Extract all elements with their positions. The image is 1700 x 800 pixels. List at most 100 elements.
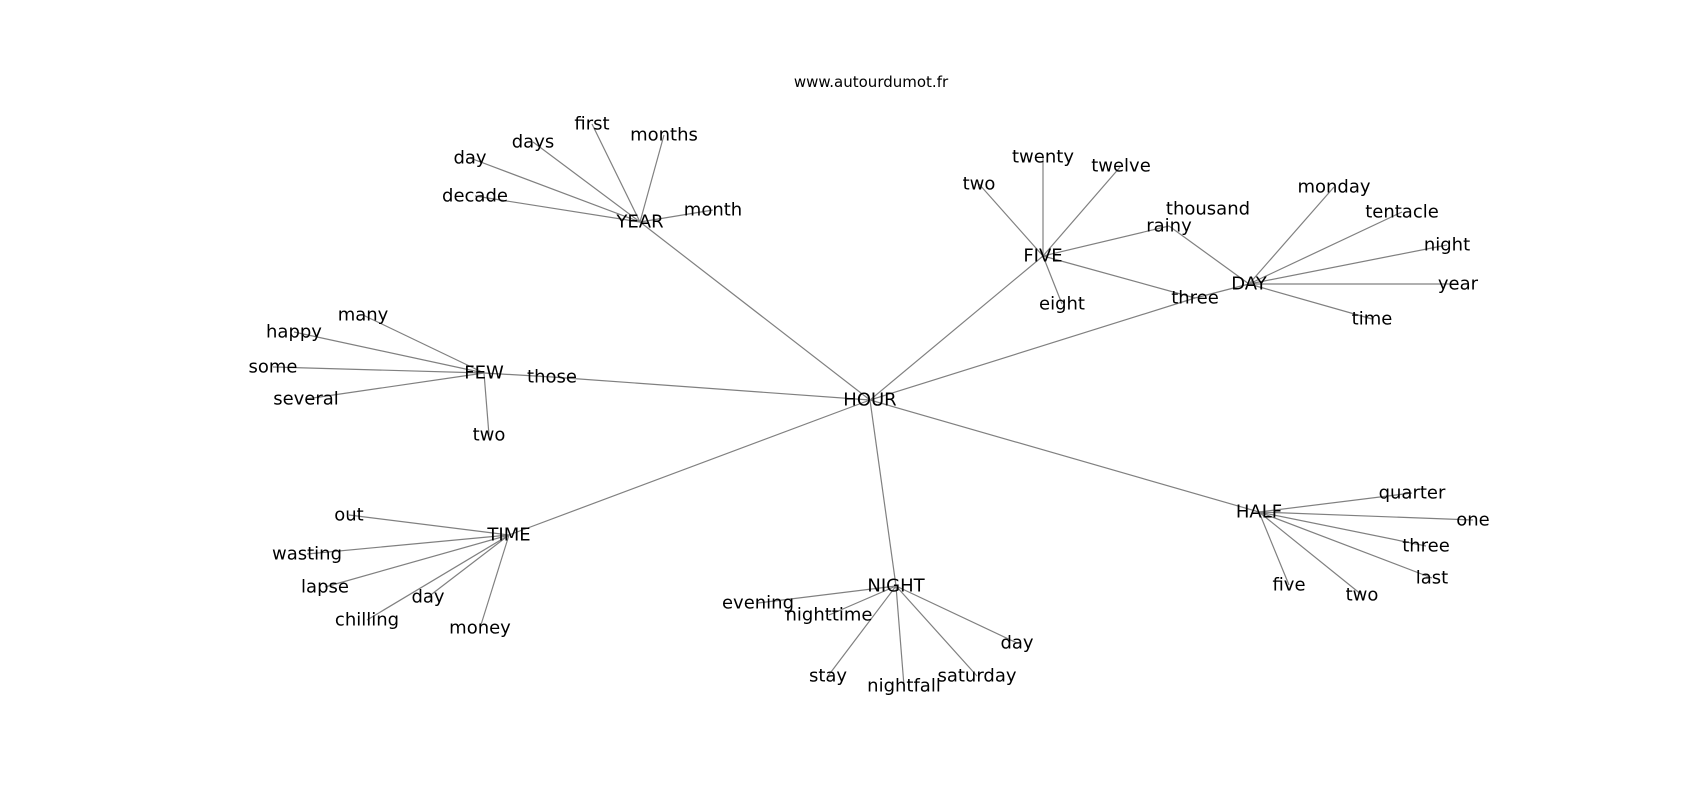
edge-year-year_decade — [474, 195, 641, 223]
node-year-month[interactable]: month — [684, 200, 742, 221]
edge-few-few_several — [305, 372, 485, 400]
edge-night-night_day — [895, 585, 1018, 644]
edge-hour-time — [508, 399, 871, 536]
edge-day_hub-day_time — [1248, 283, 1373, 320]
edge-year-year_days — [532, 141, 641, 223]
node-five-eight[interactable]: eight — [1039, 294, 1085, 315]
node-five-two[interactable]: two — [963, 174, 996, 195]
edge-day_hub-day_monday — [1248, 186, 1335, 285]
node-night-stay[interactable]: stay — [809, 666, 847, 687]
node-half-three[interactable]: three — [1402, 536, 1450, 557]
node-day-hub[interactable]: DAY — [1231, 274, 1267, 295]
node-few-many[interactable]: many — [338, 305, 389, 326]
edge-five-five_eight — [1042, 255, 1063, 305]
node-few-several[interactable]: several — [273, 389, 339, 410]
edge-hour-five — [869, 255, 1044, 401]
node-year-months[interactable]: months — [630, 125, 698, 146]
edge-night-night_stay — [827, 585, 897, 677]
node-half[interactable]: HALF — [1236, 502, 1282, 523]
node-three-mid[interactable]: three — [1171, 288, 1219, 309]
edge-night-night_nightfall — [895, 585, 905, 687]
node-night-saturday[interactable]: saturday — [937, 666, 1016, 687]
node-few-happy[interactable]: happy — [266, 322, 322, 343]
edge-few-few_two — [483, 372, 490, 436]
edge-night-night_saturday — [895, 585, 978, 677]
edge-five-three_mid — [1042, 255, 1196, 299]
edge-night-night_evening — [757, 585, 897, 604]
edge-five-five_twelve — [1042, 165, 1122, 257]
edge-hour-those — [551, 376, 871, 401]
node-five-twelve[interactable]: twelve — [1091, 156, 1151, 177]
node-those[interactable]: those — [527, 367, 577, 388]
node-night-nighttime[interactable]: nighttime — [786, 605, 873, 626]
node-time-lapse[interactable]: lapse — [301, 577, 349, 598]
edge-half-half_quarter — [1258, 492, 1413, 513]
node-time-wasting[interactable]: wasting — [272, 544, 342, 565]
edge-time-time_wasting — [306, 534, 510, 555]
node-time-money[interactable]: money — [449, 618, 511, 639]
node-year-first[interactable]: first — [574, 114, 609, 135]
edge-time-time_chilling — [366, 534, 510, 621]
edge-time-time_day — [427, 534, 510, 598]
edge-five-five_two — [978, 183, 1044, 257]
node-time-chilling[interactable]: chilling — [335, 610, 399, 631]
node-time[interactable]: TIME — [486, 525, 530, 546]
edge-those-few — [483, 372, 553, 378]
node-time-out[interactable]: out — [334, 505, 363, 526]
edge-few-few_many — [362, 314, 485, 374]
node-day-monday[interactable]: monday — [1297, 177, 1370, 198]
node-night-evening[interactable]: evening — [722, 593, 794, 614]
edge-half-half_one — [1258, 511, 1474, 521]
edge-year-year_first — [591, 123, 641, 223]
node-five[interactable]: FIVE — [1023, 246, 1062, 267]
edge-hour-year — [639, 221, 871, 401]
node-night-nightfall[interactable]: nightfall — [867, 676, 941, 697]
node-half-five[interactable]: five — [1272, 575, 1305, 596]
node-five-twenty[interactable]: twenty — [1012, 147, 1074, 168]
edge-hour-night — [869, 399, 897, 587]
node-year-day[interactable]: day — [453, 148, 486, 169]
edge-year-year_day — [469, 157, 641, 223]
node-half-one[interactable]: one — [1456, 510, 1490, 531]
edge-hour-half — [869, 399, 1260, 513]
edge-time-time_money — [479, 534, 510, 629]
edge-few-few_some — [272, 366, 485, 374]
node-night-day[interactable]: day — [1000, 633, 1033, 654]
edge-year-year_month — [639, 209, 714, 223]
node-few-some[interactable]: some — [249, 357, 298, 378]
node-five-thousand[interactable]: thousand — [1166, 199, 1250, 220]
node-few-two[interactable]: two — [473, 425, 506, 446]
edge-night-night_nighttime — [828, 585, 897, 616]
node-hour[interactable]: HOUR — [843, 390, 896, 411]
node-year-days[interactable]: days — [512, 132, 555, 153]
node-day-night[interactable]: night — [1424, 235, 1470, 256]
edge-three_mid-day_hub — [1194, 283, 1250, 299]
node-night[interactable]: NIGHT — [867, 576, 925, 597]
edge-hour-three_mid — [869, 297, 1196, 401]
nodes-layer: HOUR YEAR day days first months month decadeFIV… — [249, 114, 1490, 697]
edges-layer — [272, 123, 1474, 687]
edge-year-year_months — [639, 134, 665, 223]
source-watermark: www.autourdumot.fr — [794, 73, 949, 91]
node-year[interactable]: YEAR — [615, 212, 663, 233]
node-half-last[interactable]: last — [1416, 568, 1448, 589]
edge-half-half_three — [1258, 511, 1427, 547]
node-day-tentacle[interactable]: tentacle — [1365, 202, 1439, 223]
node-day-year[interactable]: year — [1438, 274, 1479, 295]
node-rainy[interactable]: rainy — [1146, 216, 1192, 237]
edge-day_hub-day_tentacle — [1248, 211, 1403, 285]
node-few[interactable]: FEW — [464, 363, 504, 384]
node-year-decade[interactable]: decade — [442, 186, 508, 207]
node-day-time[interactable]: time — [1352, 309, 1393, 330]
edge-half-half_two — [1258, 511, 1363, 596]
edge-few-few_happy — [293, 331, 485, 374]
node-half-quarter[interactable]: quarter — [1379, 483, 1446, 504]
edge-time-time_out — [348, 514, 510, 536]
node-time-day[interactable]: day — [411, 587, 444, 608]
edge-half-half_last — [1258, 511, 1433, 579]
node-half-two[interactable]: two — [1346, 585, 1379, 606]
edge-day_hub-day_night — [1248, 244, 1448, 285]
edge-five-rainy — [1042, 225, 1170, 257]
edge-half-half_five — [1258, 511, 1290, 586]
